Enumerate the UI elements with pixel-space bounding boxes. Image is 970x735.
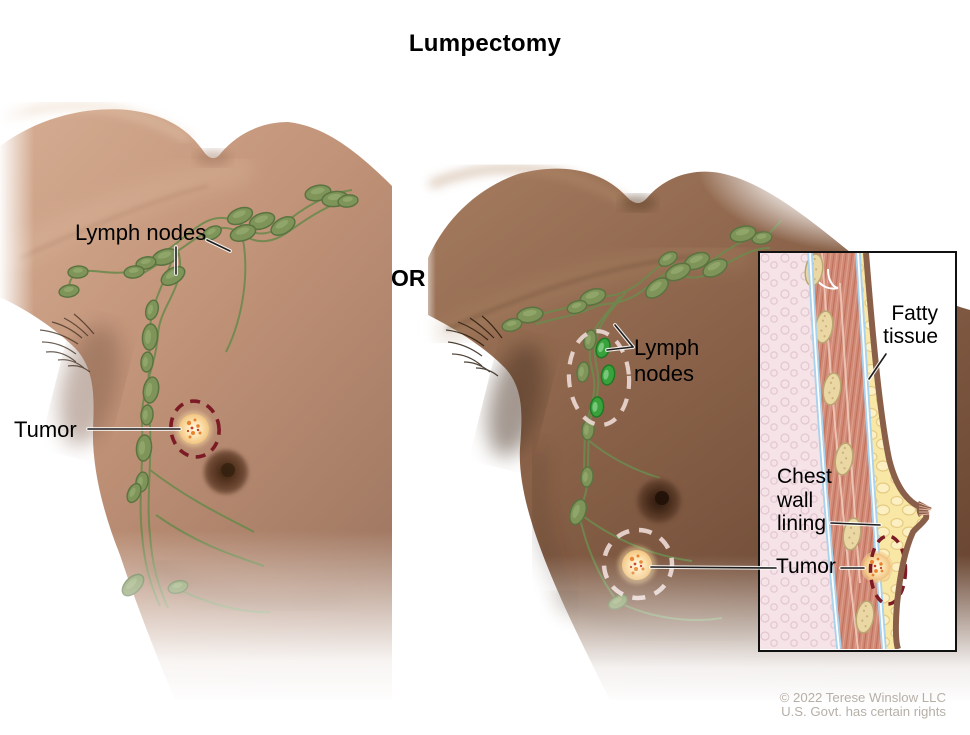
chest-wall-lining-label: Chest wall lining [777, 465, 832, 536]
armpit-hair [39, 313, 95, 373]
tumor-dashed-outline-inset [868, 534, 908, 606]
left-torso [0, 95, 400, 705]
or-connector: OR [391, 265, 426, 291]
lymph-nodes-label-left: Lymph nodes [75, 220, 207, 245]
skin-profile [863, 253, 932, 649]
nipple-right [637, 479, 681, 523]
nipple-left [204, 450, 248, 494]
cross-section-illustration [760, 253, 954, 649]
lymph-nodes-label-right: Lymph nodes [634, 335, 700, 387]
lung-tissue [760, 253, 839, 649]
copyright-credit: © 2022 Terese Winslow LLC U.S. Govt. has… [779, 690, 946, 720]
tumor-label-left: Tumor [14, 417, 77, 442]
tumor-label-inset: Tumor [776, 555, 836, 578]
tumor-dashed-outline-left [169, 399, 221, 459]
credit-line-2: U.S. Govt. has certain rights [781, 704, 946, 720]
fatty-tissue-label: Fatty tissue [883, 302, 938, 349]
lymph-nodes-dashed-oval [566, 328, 632, 428]
page-title: Lumpectomy [408, 30, 562, 57]
tumor-left [169, 399, 221, 459]
chest-wall-lining [807, 253, 887, 649]
tumor-inset [861, 534, 908, 606]
cross-section-inset [758, 251, 957, 652]
armpit-hair [445, 315, 503, 377]
credit-line-1: © 2022 Terese Winslow LLC [779, 690, 946, 705]
